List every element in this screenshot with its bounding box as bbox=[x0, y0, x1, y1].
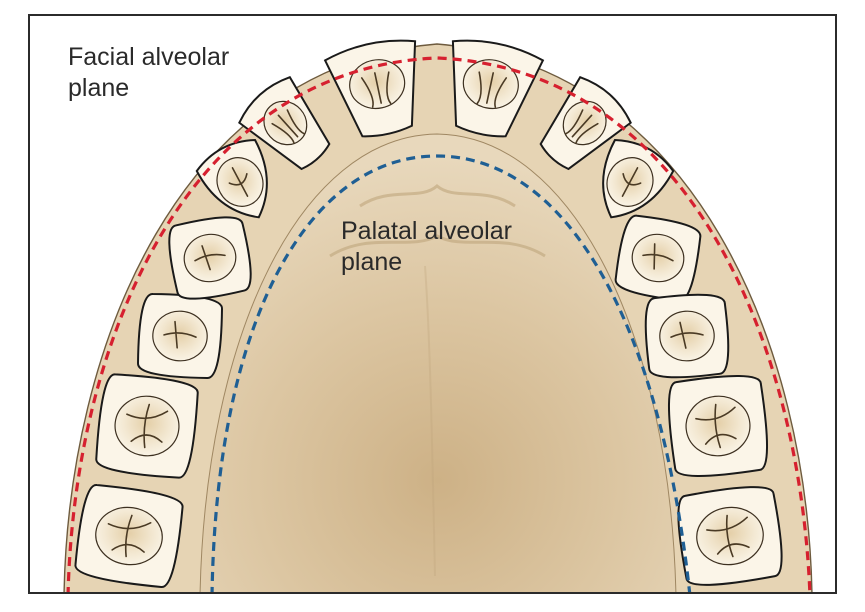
left-first-premolar-fissure bbox=[194, 245, 226, 271]
palatal-rugae bbox=[329, 184, 546, 577]
palatal-alveolar-plane-line bbox=[210, 154, 692, 592]
palatal-label-line2: plane bbox=[341, 248, 403, 276]
right-second-molar-occlusal-surface bbox=[696, 506, 764, 566]
right-first-premolar-tooth bbox=[614, 214, 702, 302]
facial-label-line1: Facial alveolar bbox=[68, 43, 230, 71]
diagram-frame: Facial alveolar plane Palatal alveolar p… bbox=[28, 14, 837, 594]
right-second-molar-fissure bbox=[706, 514, 750, 558]
facial-alveolar-plane-line bbox=[66, 56, 812, 592]
left-canine-tooth bbox=[195, 138, 268, 219]
left-second-molar-fissure bbox=[107, 514, 152, 558]
palate bbox=[199, 133, 677, 592]
right-lateral-incisor-tooth bbox=[539, 76, 632, 171]
right-first-premolar-fissure bbox=[642, 243, 674, 270]
right-canine-fissure bbox=[621, 167, 642, 197]
right-first-molar-tooth bbox=[667, 375, 769, 477]
left-second-premolar-fissure bbox=[163, 320, 197, 349]
right-lateral-incisor-fissure bbox=[565, 109, 599, 144]
dental-arch-illustration bbox=[63, 39, 813, 592]
palatal-alveolar-plane-label: Palatal alveolar plane bbox=[341, 216, 512, 278]
left-central-incisor-fissure bbox=[360, 71, 392, 108]
left-first-premolar-tooth bbox=[168, 216, 252, 300]
right-second-molar-tooth bbox=[677, 486, 783, 586]
left-second-premolar-tooth bbox=[137, 293, 223, 379]
left-lateral-incisor-fissure bbox=[271, 109, 305, 144]
right-second-premolar-fissure bbox=[670, 321, 704, 349]
right-first-molar-occlusal-surface bbox=[685, 395, 751, 457]
right-second-premolar-tooth bbox=[644, 293, 730, 379]
left-first-molar-fissure bbox=[126, 403, 169, 449]
left-canine-fissure bbox=[228, 167, 249, 197]
right-central-incisor-tooth bbox=[451, 39, 545, 138]
left-first-molar-tooth bbox=[95, 373, 199, 479]
facial-label-line2: plane bbox=[68, 74, 130, 102]
teeth-row bbox=[74, 39, 783, 588]
left-second-molar-tooth bbox=[74, 484, 184, 588]
right-central-incisor-fissure bbox=[476, 71, 508, 108]
left-central-incisor-tooth bbox=[323, 39, 417, 138]
left-second-premolar-occlusal-surface bbox=[152, 310, 208, 362]
left-first-premolar-occlusal-surface bbox=[183, 233, 237, 283]
right-second-premolar-occlusal-surface bbox=[659, 310, 715, 362]
palatal-label-line1: Palatal alveolar bbox=[341, 217, 512, 245]
right-first-premolar-occlusal-surface bbox=[631, 233, 685, 283]
right-first-molar-fissure bbox=[695, 403, 737, 449]
facial-alveolar-plane-label: Facial alveolar plane bbox=[68, 42, 229, 104]
